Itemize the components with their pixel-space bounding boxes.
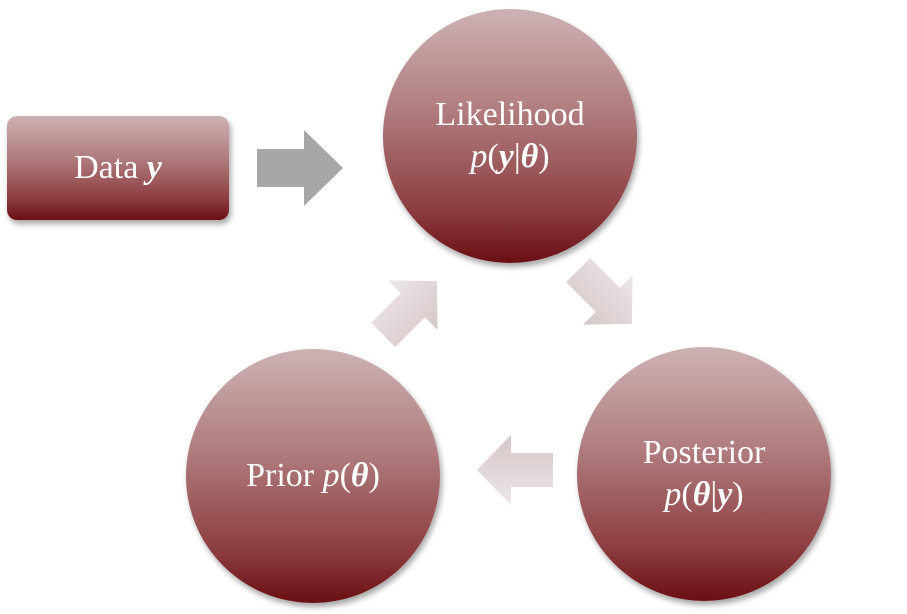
prior-label: Prior p(θ) bbox=[246, 456, 380, 494]
arrow-data-to-likelihood bbox=[257, 130, 343, 206]
arrow-posterior-to-prior bbox=[477, 435, 553, 505]
data-variable: y bbox=[146, 149, 162, 186]
likelihood-title: Likelihood bbox=[435, 95, 585, 133]
arrow-likelihood-to-posterior bbox=[566, 258, 633, 325]
posterior-title: Posterior bbox=[642, 433, 766, 471]
likelihood-node: Likelihood p(y|θ) bbox=[383, 9, 637, 263]
posterior-formula: p(θ|y) bbox=[664, 476, 744, 513]
posterior-node: Posterior p(θ|y) bbox=[577, 347, 831, 601]
data-node: Data y bbox=[7, 116, 229, 220]
data-label: Data bbox=[74, 149, 139, 186]
likelihood-formula: p(y|θ) bbox=[470, 138, 550, 175]
arrow-prior-to-likelihood bbox=[371, 280, 438, 347]
prior-node: Prior p(θ) bbox=[186, 349, 440, 603]
